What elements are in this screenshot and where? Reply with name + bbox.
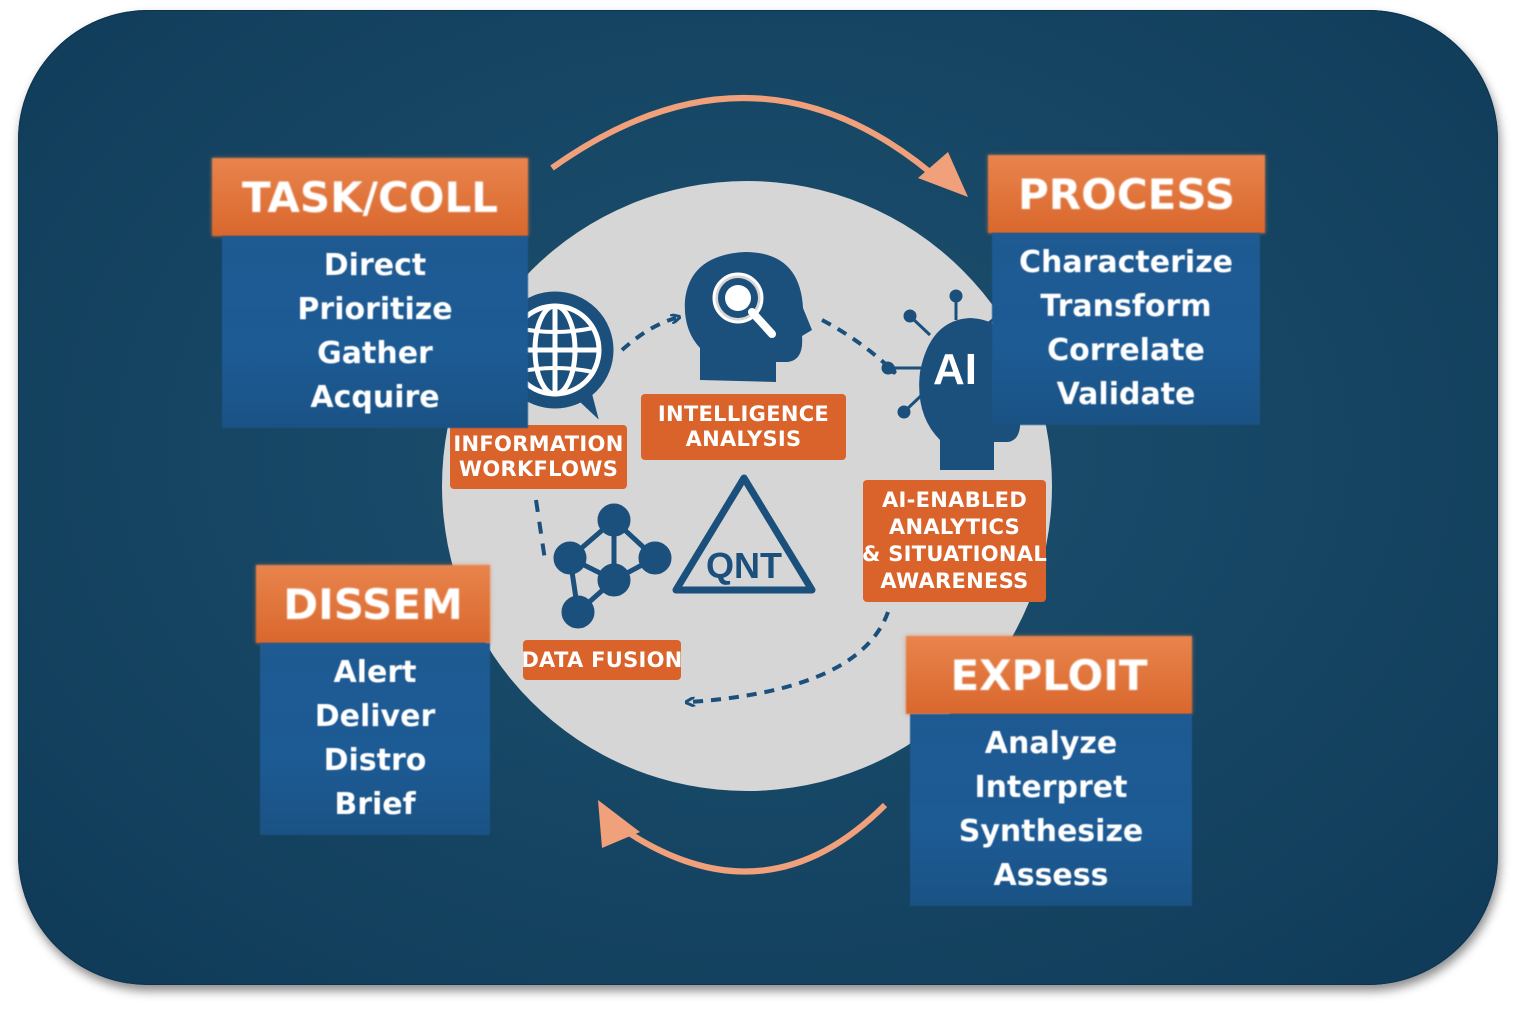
- data-fusion-tag: DATA FUSION: [521, 640, 683, 680]
- exploit-item: Interpret: [974, 770, 1128, 805]
- exploit-body: Analyze Interpret Synthesize Assess: [910, 714, 1192, 906]
- cycle-arrowhead-top: [918, 152, 968, 197]
- ai-label: AI: [933, 345, 977, 394]
- task-coll-header: TASK/COLL: [212, 158, 528, 236]
- process-item: Correlate: [1047, 333, 1205, 368]
- head-magnifier-icon: [684, 252, 812, 382]
- exploit-item: Synthesize: [958, 814, 1144, 849]
- intelligence-analysis-line-2: ANALYSIS: [685, 427, 802, 451]
- process-item: Characterize: [1018, 245, 1233, 280]
- process-item: Validate: [1056, 377, 1196, 412]
- cycle-arrow-bottom: [608, 802, 888, 875]
- task-coll-title: TASK/COLL: [241, 172, 499, 222]
- information-workflows-line-1: INFORMATION: [453, 432, 624, 456]
- ai-enabled-line-3: & SITUATIONAL: [862, 542, 1048, 566]
- dissem-body: Alert Deliver Distro Brief: [260, 643, 490, 835]
- process-title: PROCESS: [1018, 169, 1235, 219]
- process-header: PROCESS: [988, 155, 1265, 233]
- ai-enabled-tag: AI-ENABLED ANALYTICS & SITUATIONAL AWARE…: [862, 480, 1048, 602]
- ai-enabled-line-4: AWARENESS: [880, 569, 1029, 593]
- task-item: Acquire: [310, 380, 440, 415]
- dashed-link-ai-to-fusion: [690, 611, 890, 702]
- qnt-label: QNT: [706, 545, 782, 586]
- dissem-item: Distro: [323, 743, 427, 778]
- exploit-header: EXPLOIT: [906, 636, 1192, 714]
- dissem-title: DISSEM: [283, 579, 463, 629]
- cycle-arrow-top: [550, 95, 947, 188]
- exploit-title: EXPLOIT: [950, 650, 1148, 700]
- dashed-link-fusion-to-globe: [534, 499, 547, 561]
- dissem-item: Brief: [334, 787, 416, 822]
- information-workflows-tag: INFORMATION WORKFLOWS: [450, 425, 627, 489]
- task-item: Direct: [323, 248, 427, 283]
- network-graph-icon: [553, 503, 672, 629]
- cycle-arrowhead-bottom: [598, 800, 640, 848]
- dissem-header: DISSEM: [256, 565, 490, 643]
- dissem-item: Alert: [333, 655, 417, 690]
- exploit-item: Analyze: [984, 726, 1118, 761]
- intelligence-analysis-tag: INTELLIGENCE ANALYSIS: [641, 394, 846, 460]
- qnt-triangle-icon: QNT: [672, 474, 816, 594]
- task-item: Gather: [317, 336, 433, 371]
- process-item: Transform: [1040, 289, 1212, 324]
- intelligence-analysis-line-1: INTELLIGENCE: [657, 402, 830, 426]
- dashed-link-globe-to-analysis: [620, 318, 676, 352]
- ai-enabled-line-1: AI-ENABLED: [881, 488, 1028, 512]
- data-fusion-label: DATA FUSION: [521, 647, 683, 672]
- information-workflows-line-2: WORKFLOWS: [458, 457, 619, 481]
- ai-enabled-line-2: ANALYTICS: [888, 515, 1021, 539]
- dissem-item: Deliver: [314, 699, 436, 734]
- task-coll-body: Direct Prioritize Gather Acquire: [222, 236, 528, 428]
- process-body: Characterize Transform Correlate Validat…: [992, 233, 1260, 425]
- exploit-item: Assess: [993, 858, 1109, 893]
- task-item: Prioritize: [297, 292, 453, 327]
